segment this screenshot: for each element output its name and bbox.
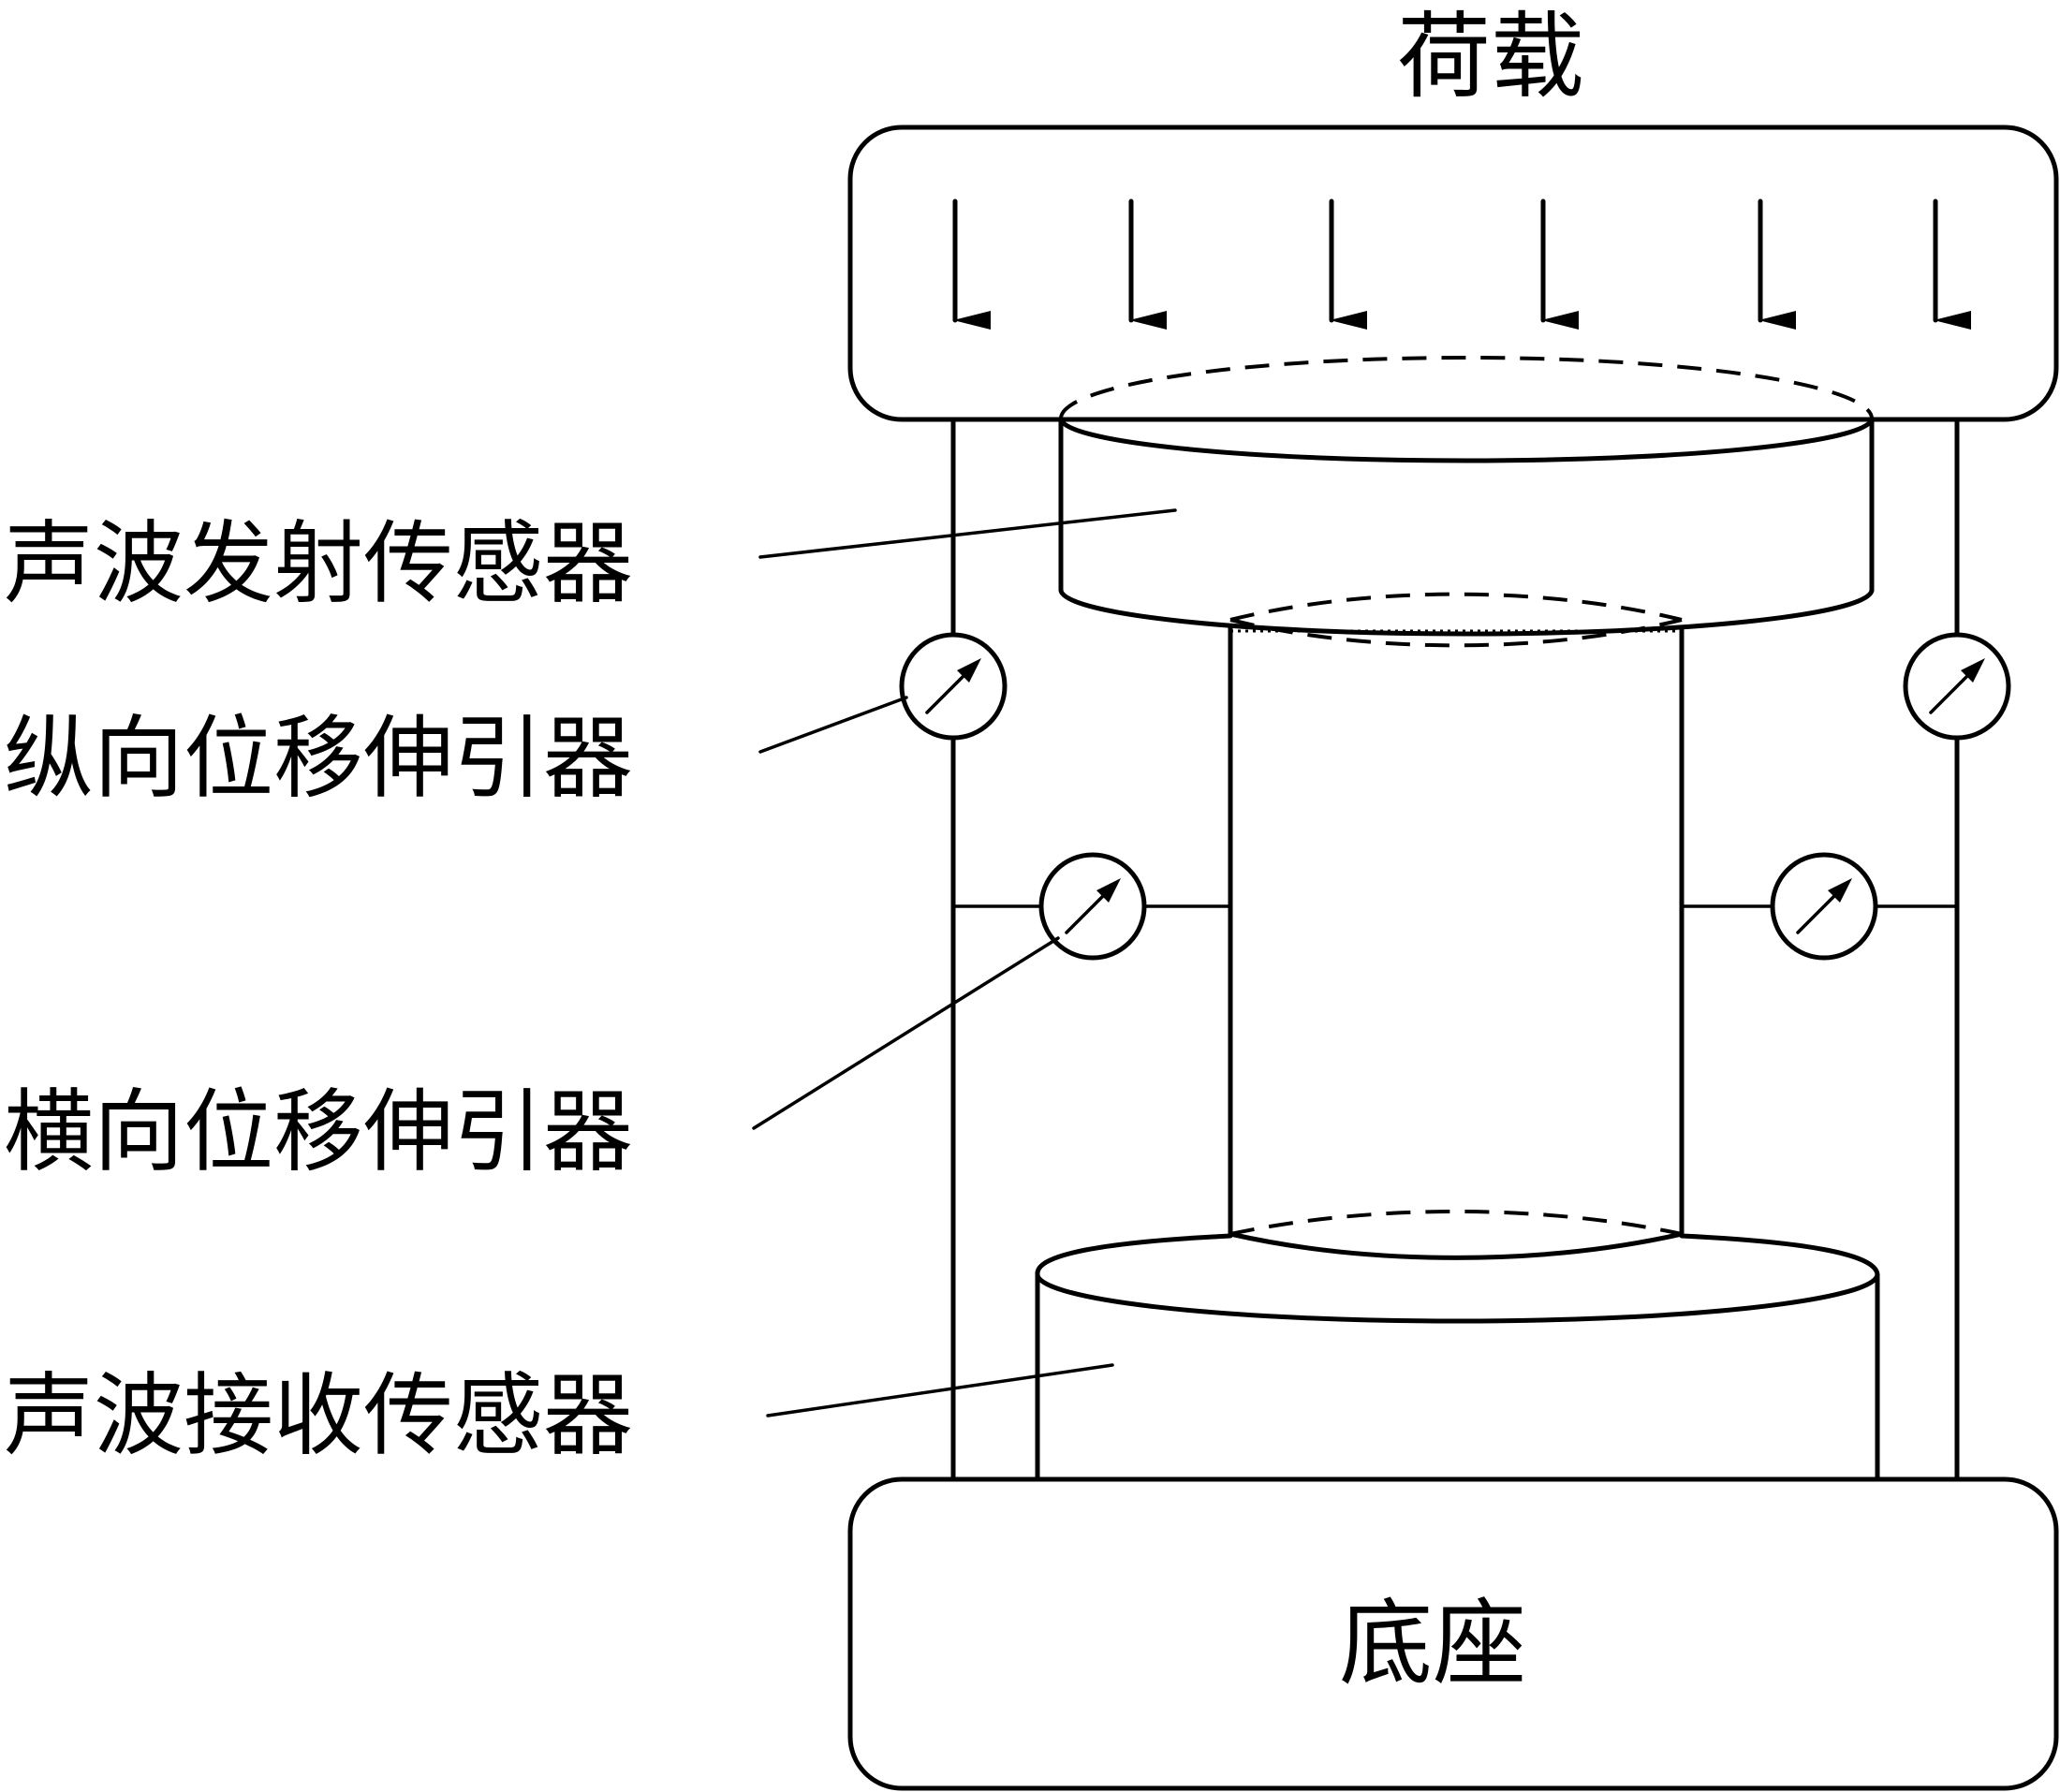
receiver-sensor-label: 声波接收传感器 [4, 1363, 633, 1468]
load-arrows [952, 198, 1971, 330]
receiver-top-right-edge [1679, 1233, 1880, 1278]
receiver-sensor [1035, 1233, 1880, 1482]
trans-extensometer-leader-line [752, 936, 1060, 1130]
receiver-top-front-edge [1035, 1271, 1880, 1324]
right-longitudinal-gauge [1903, 632, 2011, 741]
specimen-bottom-front-edge [1228, 1231, 1685, 1260]
gauge-needle-head [1096, 878, 1121, 903]
emitter-sensor [1058, 356, 1875, 637]
right-transverse-gauge [1770, 852, 1878, 961]
gauge-needle [1065, 889, 1110, 934]
left-longitudinal-gauge [899, 632, 1008, 741]
emitter-bottom-edge [1058, 587, 1875, 637]
load-plate [847, 125, 2059, 422]
receiver-top-left-edge [1035, 1233, 1233, 1276]
gauge-needle-head [957, 658, 981, 683]
emitter-top-hidden-edge [1059, 356, 1874, 419]
long-extensometer-leader-line [758, 696, 908, 754]
gauge-needle [1929, 669, 1974, 714]
gauge-needle-head [1961, 658, 1985, 683]
gauge-needle-head [1828, 878, 1852, 903]
load-label: 荷载 [1397, 2, 1584, 111]
base-block [847, 1476, 2059, 1791]
specimen-bottom-hidden-back [1229, 1209, 1683, 1236]
rock-specimen [1228, 592, 1685, 1260]
specimen-top-hidden-back [1229, 592, 1683, 622]
emitter-top-front-edge [1058, 416, 1875, 463]
receiver-leader-line [766, 1363, 1114, 1417]
base-label: 底座 [1339, 1589, 1526, 1698]
emitter-sensor-label: 声波发射传感器 [4, 511, 633, 616]
emitter-leader-line [758, 508, 1177, 559]
gauge-needle [1796, 889, 1841, 934]
long-extensometer-label: 纵向位移伸引器 [4, 706, 633, 811]
trans-extensometer-label: 横向位移伸引器 [4, 1080, 633, 1184]
gauge-needle [925, 669, 970, 714]
left-transverse-gauge [1038, 852, 1147, 961]
